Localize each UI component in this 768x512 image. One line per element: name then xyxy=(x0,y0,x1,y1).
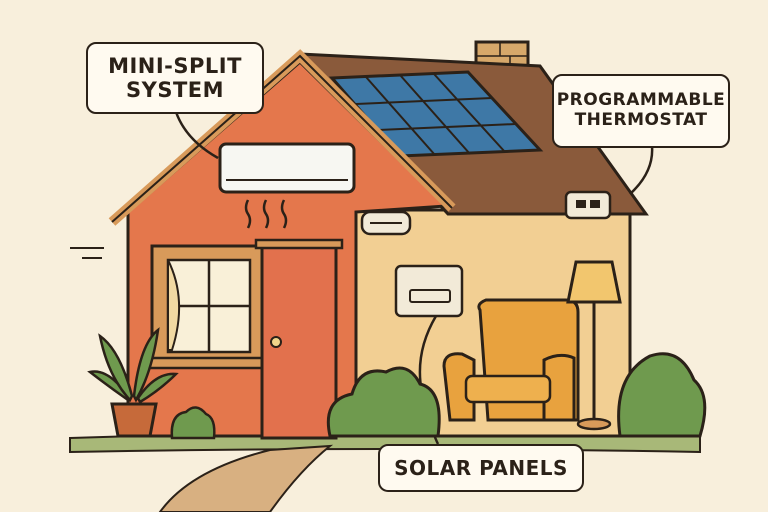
callout-thermostat: PROGRAMMABLE THERMOSTAT xyxy=(552,74,730,148)
callout-mini-split: MINI-SPLIT SYSTEM xyxy=(86,42,264,114)
callout-solar-panels: SOLAR PANELS xyxy=(378,444,584,492)
mini-split-unit-icon xyxy=(218,142,356,229)
thermostat-icon xyxy=(564,190,612,220)
callout-mini-split-line1: MINI-SPLIT xyxy=(108,53,242,78)
callout-solar-panels-line1: SOLAR PANELS xyxy=(394,455,568,480)
leader-mini-split xyxy=(174,111,219,160)
callout-mini-split-line2: SYSTEM xyxy=(125,78,225,102)
callout-thermostat-line2: THERMOSTAT xyxy=(574,110,708,130)
bush-right xyxy=(617,352,707,438)
floor-lamp-icon xyxy=(566,260,622,431)
leader-thermostat xyxy=(629,145,654,195)
door-icon xyxy=(254,238,344,440)
dirt-path xyxy=(158,444,334,512)
callout-thermostat-line1: PROGRAMMABLE xyxy=(556,90,726,111)
bush-left xyxy=(326,366,441,438)
window-icon xyxy=(144,244,272,370)
potted-plant-icon xyxy=(87,327,179,438)
bush-small xyxy=(170,406,216,440)
armchair-icon xyxy=(442,298,580,422)
